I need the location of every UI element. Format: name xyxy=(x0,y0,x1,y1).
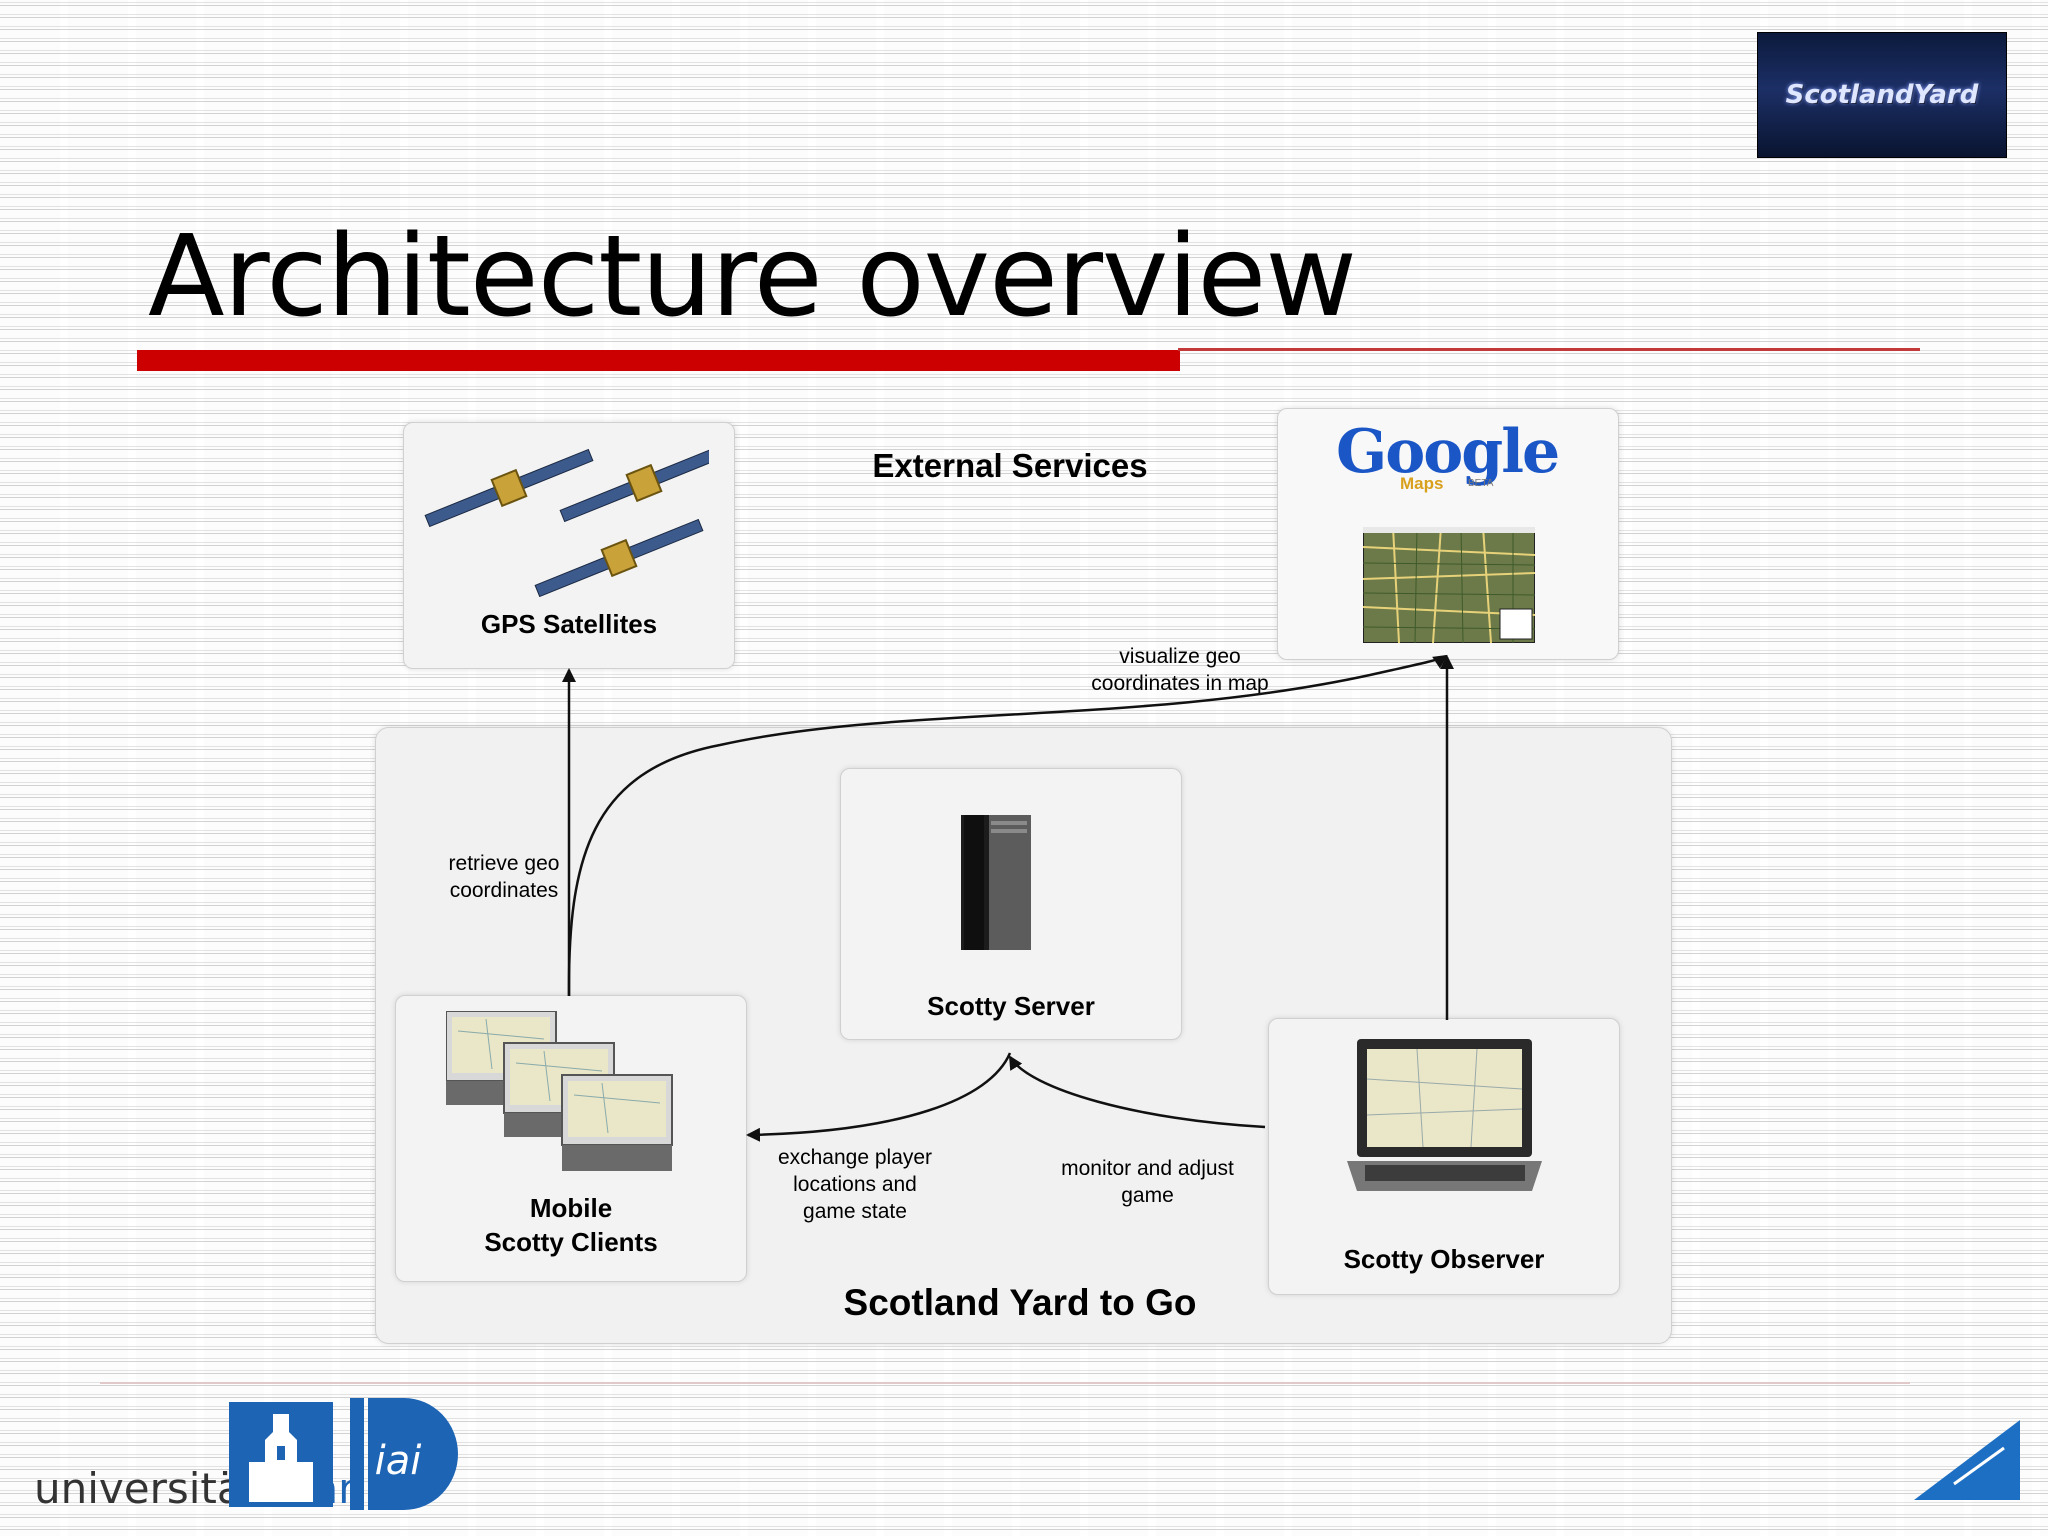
google-maps-panel: Google Maps BETA xyxy=(1277,408,1619,660)
system-label: Scotland Yard to Go xyxy=(843,1282,1197,1323)
device-icon xyxy=(561,1074,673,1171)
retrieve-label-line-1: retrieve geo xyxy=(448,852,560,875)
university-building-icon xyxy=(249,1414,313,1502)
exchange-label: exchange player locations and game state xyxy=(745,1144,965,1225)
title-underline-line xyxy=(1178,348,1920,351)
mobile-clients-label: Mobile Scotty Clients xyxy=(396,1191,746,1259)
retrieve-label-line-2: coordinates xyxy=(449,879,559,902)
server-tower-icon xyxy=(961,815,1031,950)
institute-logo: iai xyxy=(350,1398,458,1510)
slide-title: Architecture overview xyxy=(148,212,1357,342)
institute-logo-icon: iai xyxy=(350,1398,458,1510)
exchange-label-line-3: game state xyxy=(803,1200,907,1223)
beta-mark: BETA xyxy=(1468,478,1494,489)
institute-mark: iai xyxy=(375,1438,422,1484)
monitor-label-line-2: game xyxy=(1121,1184,1174,1207)
external-services-label: External Services xyxy=(872,447,1148,484)
scotty-server-label: Scotty Server xyxy=(927,991,1095,1021)
monitor-label-line-1: monitor and adjust xyxy=(1061,1157,1234,1180)
scotland-yard-logo: ScotlandYard xyxy=(1757,32,2007,158)
retrieve-label: retrieve geo coordinates xyxy=(424,850,584,904)
laptop-icon xyxy=(1347,1039,1542,1191)
corner-logo-icon xyxy=(1914,1420,2020,1500)
scotland-yard-logo-text: ScotlandYard xyxy=(1785,80,1979,110)
visualize-label-line-1: visualize geo xyxy=(1119,645,1241,668)
title-underline-bar xyxy=(137,350,1180,371)
scotty-observer-panel: Scotty Observer xyxy=(1268,1018,1620,1295)
maps-wordmark: Maps xyxy=(1400,474,1444,493)
google-logo: Google xyxy=(1336,417,1560,487)
university-wordmark-part-1: universität xyxy=(34,1464,260,1513)
exchange-label-line-1: exchange player xyxy=(777,1146,933,1169)
university-building-logo xyxy=(229,1402,333,1507)
mobile-clients-panel: Mobile Scotty Clients xyxy=(395,995,747,1282)
satellites-icon xyxy=(424,443,709,598)
mobile-clients-label-line-2: Scotty Clients xyxy=(484,1227,658,1257)
footer-rule xyxy=(100,1382,1910,1384)
satellite-icon xyxy=(559,443,709,523)
mobile-clients-label-line-1: Mobile xyxy=(529,1193,613,1223)
monitor-label: monitor and adjust game xyxy=(1030,1155,1265,1209)
satellite-icon xyxy=(534,518,704,598)
gps-satellites-panel: GPS Satellites xyxy=(403,422,735,669)
mobile-devices-icon xyxy=(446,1011,673,1171)
exchange-label-line-2: locations and xyxy=(793,1173,917,1196)
scotty-observer-label: Scotty Observer xyxy=(1343,1244,1545,1274)
visualize-label: visualize geo coordinates in map xyxy=(1070,643,1290,697)
corner-logo xyxy=(1914,1420,2020,1500)
scotty-server-panel: Scotty Server xyxy=(840,768,1182,1040)
visualize-label-line-2: coordinates in map xyxy=(1091,672,1269,695)
gps-satellites-label: GPS Satellites xyxy=(480,609,658,639)
satellite-icon xyxy=(424,448,594,528)
map-thumbnail xyxy=(1363,527,1535,643)
